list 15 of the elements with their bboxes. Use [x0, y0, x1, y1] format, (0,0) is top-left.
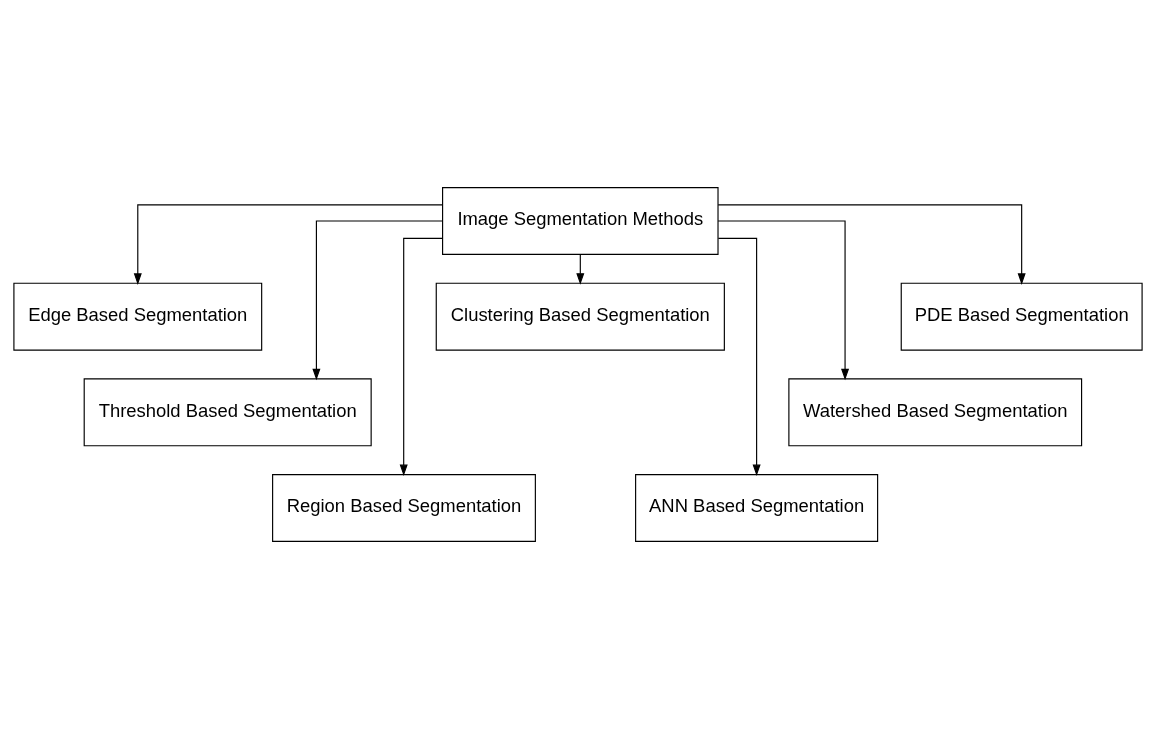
node-box: Image Segmentation Methods [442, 187, 719, 256]
node-box: Threshold Based Segmentation [83, 378, 372, 447]
node-box: ANN Based Segmentation [635, 473, 879, 542]
node-box: Clustering Based Segmentation [435, 282, 725, 351]
node-box: Watershed Based Segmentation [788, 378, 1083, 447]
node-box: PDE Based Segmentation [900, 282, 1143, 351]
node-box: Region Based Segmentation [272, 473, 536, 542]
arrow [576, 253, 585, 285]
node-box: Edge Based Segmentation [13, 282, 263, 351]
arrow [717, 237, 761, 477]
arrow [399, 237, 444, 477]
arrow [717, 204, 1026, 285]
arrow [133, 204, 443, 285]
arrow [717, 220, 850, 381]
arrow [312, 220, 444, 381]
